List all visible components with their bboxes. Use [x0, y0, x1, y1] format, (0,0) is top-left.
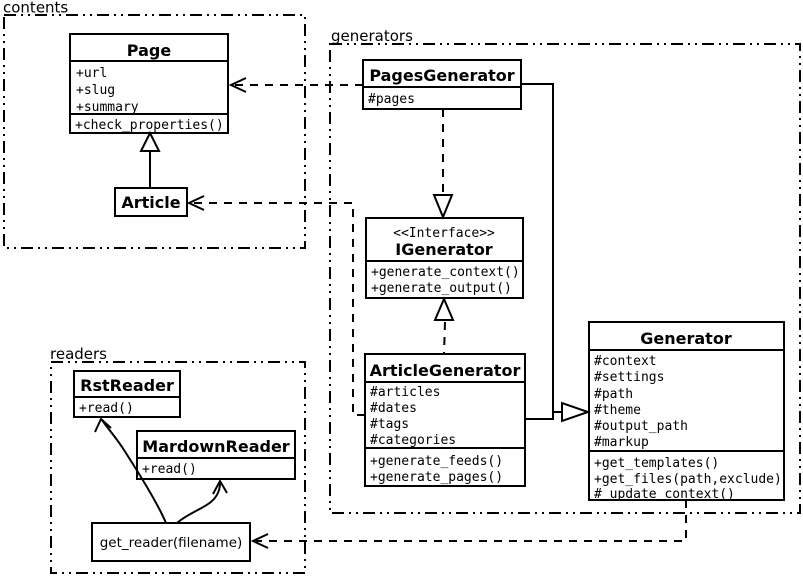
curved-arrow-line [176, 481, 221, 524]
package-generators-border [329, 43, 801, 514]
class-page-attr: +url [76, 66, 107, 81]
class-pagesgenerator-attr: #pages [368, 92, 415, 107]
class-rstreader-method: +read() [79, 401, 134, 416]
package-readers: readers [50, 345, 306, 574]
package-readers-label: readers [50, 345, 107, 363]
class-generator-method: #_update_context() [594, 487, 735, 502]
class-articlegenerator-title: ArticleGenerator [370, 361, 521, 380]
node-get-reader-label: get_reader(filename) [100, 535, 243, 551]
open-arrowhead-icon [186, 195, 205, 211]
class-generator-method: +get_templates() [594, 456, 719, 471]
arrow-get-reader-to-mardownreader [176, 478, 228, 524]
node-get-reader: get_reader(filename) [91, 522, 251, 562]
arrow-generators-extend-generator [521, 83, 592, 423]
class-igenerator-title: IGenerator [395, 240, 493, 259]
class-mardownreader: MardownReader +read() [136, 430, 296, 480]
arrow-articlegenerator-uses-article [186, 195, 365, 416]
package-contents-label: contents [3, 0, 68, 17]
class-igenerator-method: +generate_context() [371, 265, 520, 280]
package-contents-border [3, 14, 306, 249]
class-articlegenerator-attr: #articles [370, 385, 440, 400]
class-page-attr: +slug [76, 83, 115, 98]
class-generator-attr: #theme [594, 403, 641, 418]
open-arrowhead-icon [212, 478, 228, 495]
class-rstreader-box [73, 370, 181, 418]
class-article-title: Article [121, 193, 180, 212]
arrow-get-reader-to-rstreader [94, 417, 167, 524]
package-generators-label: generators [331, 27, 413, 45]
arrow-pagesgenerator-implements-igenerator [432, 109, 454, 220]
class-mardownreader-box [136, 430, 296, 480]
class-generator-box [588, 321, 785, 501]
class-generator-attr: #markup [594, 435, 649, 450]
class-generator-attr: #path [594, 387, 633, 402]
class-pagesgenerator-box [362, 59, 522, 110]
open-arrowhead-icon [250, 533, 269, 549]
class-article: Article [114, 187, 188, 217]
class-generator-method: +get_files(path,exclude) [594, 472, 782, 487]
class-igenerator: <<Interface>> IGenerator +generate_conte… [365, 217, 524, 299]
class-rstreader-title: RstReader [80, 376, 174, 395]
class-page-box [69, 33, 229, 134]
class-pagesgenerator: PagesGenerator #pages [362, 59, 522, 110]
package-generators: generators [329, 27, 801, 514]
class-articlegenerator-attr: #tags [370, 417, 409, 432]
arrow-article-extends-page [139, 130, 161, 188]
arrow-generator-uses-get-reader [250, 500, 687, 549]
arrow-articlegenerator-implements-igenerator [433, 296, 455, 355]
realization-line [443, 321, 446, 355]
curved-arrow-line [101, 419, 167, 524]
class-generator: Generator #context #settings #path #them… [588, 321, 785, 502]
package-contents: contents [3, 0, 306, 249]
node-get-reader-box [91, 522, 251, 562]
inheritance-triangle-icon [139, 130, 161, 152]
class-page: Page +url +slug +summary +check_properti… [69, 33, 229, 134]
class-articlegenerator: ArticleGenerator #articles #dates #tags … [364, 353, 526, 487]
class-generator-attr: #context [594, 354, 657, 369]
class-articlegenerator-method: +generate_pages() [370, 470, 503, 485]
realization-triangle-icon [433, 296, 455, 321]
class-igenerator-stereotype: <<Interface>> [393, 226, 495, 241]
generalization-line [521, 83, 554, 420]
package-readers-border [50, 361, 306, 574]
class-articlegenerator-attr: #dates [370, 401, 417, 416]
open-arrowhead-icon [228, 77, 247, 93]
class-generator-attr: #settings [594, 370, 664, 385]
class-page-attr: +summary [76, 100, 139, 115]
class-igenerator-method: +generate_output() [371, 281, 512, 296]
arrow-pagesgenerator-uses-page [228, 77, 363, 93]
class-articlegenerator-box [364, 353, 526, 487]
inheritance-triangle-icon [561, 401, 592, 423]
class-article-box [114, 187, 188, 217]
class-articlegenerator-attr: #categories [370, 433, 456, 448]
class-generator-title: Generator [640, 329, 732, 348]
class-generator-attr: #output_path [594, 419, 688, 434]
realization-triangle-icon [432, 194, 454, 220]
class-mardownreader-method: +read() [142, 462, 197, 477]
dependency-line [192, 202, 365, 416]
class-rstreader: RstReader +read() [73, 370, 181, 418]
class-articlegenerator-method: +generate_feeds() [370, 454, 503, 469]
class-page-title: Page [127, 41, 172, 60]
class-page-method: +check_properties() [75, 118, 224, 133]
open-arrowhead-icon [94, 417, 112, 433]
class-mardownreader-title: MardownReader [142, 437, 290, 456]
class-pagesgenerator-title: PagesGenerator [369, 66, 514, 85]
